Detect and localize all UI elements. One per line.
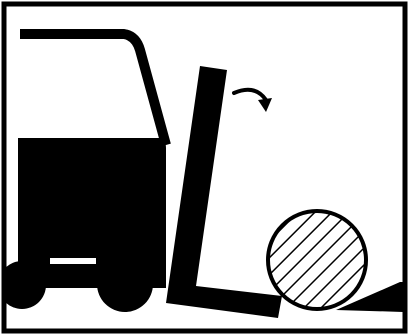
round-load (268, 211, 366, 309)
chassis-gap (50, 258, 96, 264)
front-wheel (97, 256, 153, 312)
rear-wheel (0, 261, 46, 309)
